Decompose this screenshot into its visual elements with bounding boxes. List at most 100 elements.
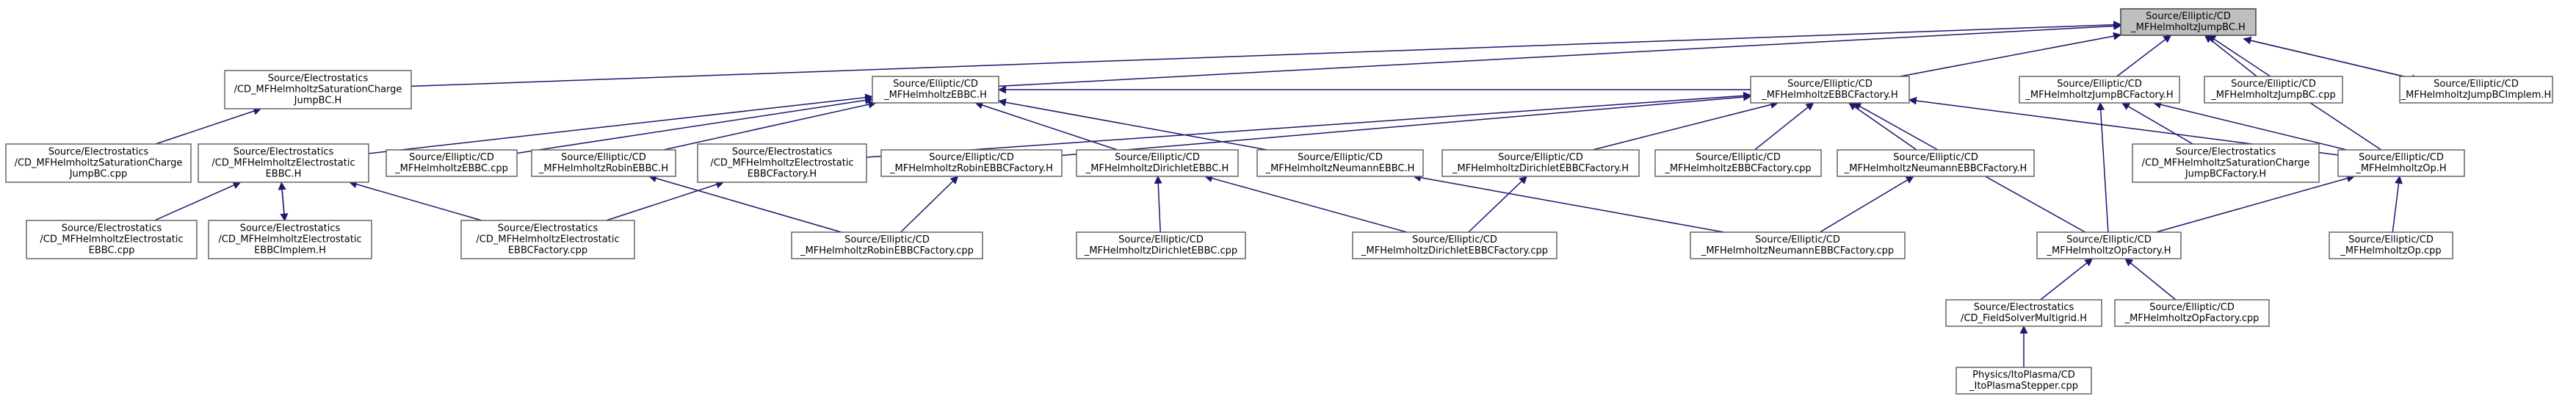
node-label-line: Source/Electrostatics [268,73,369,85]
node-fieldsolver_h[interactable]: Source/Electrostatics/CD_FieldSolverMult… [1945,299,2102,327]
edge-robin_h-to-ebbc_h [663,100,877,151]
node-label-line: Source/Elliptic/CD [1412,234,1497,245]
node-box[interactable] [2329,231,2453,259]
node-label-line: _MFHelmholtzRobinEBBC.H [538,163,668,174]
node-box[interactable] [460,220,635,259]
node-label-line: Source/Elliptic/CD [844,234,930,245]
node-box[interactable] [880,149,1063,177]
node-elec_ebbc_h[interactable]: Source/Electrostatics/CD_MFHelmholtzElec… [198,143,369,183]
node-box[interactable] [2132,143,2320,183]
node-box[interactable] [1955,367,2092,395]
node-itostepper_cpp[interactable]: Physics/ItoPlasma/CD_ItoPlasmaStepper.cp… [1955,367,2092,395]
node-elec_fac_h[interactable]: Source/Electrostatics/CD_MFHelmholtzElec… [697,143,867,183]
node-ebbcfac_cpp[interactable]: Source/Elliptic/CD_MFHelmholtzEBBCFactor… [1654,149,1822,177]
node-jbcimplem_h[interactable]: Source/Elliptic/CD_MFHelmholtzJumpBCImpl… [2399,76,2553,104]
edge-elec_ebbc_cpp-to-elec_ebbc_h [154,181,242,221]
node-label-line: Source/Elliptic/CD [1298,152,1383,163]
node-label-line: Source/Elliptic/CD [1696,152,1781,163]
node-box[interactable] [2399,76,2553,104]
node-box[interactable] [1654,149,1822,177]
node-box[interactable] [198,143,369,183]
node-box[interactable] [1076,149,1239,177]
edge-dir_h-to-ebbc_h [974,101,1118,151]
node-opfac_h[interactable]: Source/Elliptic/CD_MFHelmholtzOpFactory.… [2036,231,2182,259]
node-box[interactable] [1256,149,1424,177]
node-box[interactable] [208,220,372,259]
node-dirfac_h[interactable]: Source/Elliptic/CD_MFHelmholtzDirichletE… [1441,149,1640,177]
node-box[interactable] [872,76,999,104]
node-label-line: Source/Elliptic/CD [2066,234,2152,245]
node-box[interactable] [1945,299,2102,327]
edge-satfac_h-to-jbcfac_h [2121,102,2193,145]
node-box[interactable] [1690,231,1906,259]
node-dir_h[interactable]: Source/Elliptic/CD_MFHelmholtzDirichletE… [1076,149,1239,177]
node-label-line: Source/Elliptic/CD [2434,79,2519,90]
node-ebbc_h[interactable]: Source/Elliptic/CD_MFHelmholtzEBBC.H [872,76,999,104]
edge-dirfac_cpp-to-dirfac_h [1468,176,1527,233]
node-neufac_cpp[interactable]: Source/Elliptic/CD_MFHelmholtzNeumannEBB… [1690,231,1906,259]
node-box[interactable] [531,149,676,177]
node-label-line: Source/Electrostatics [732,147,833,158]
node-label-line: JumpBC.cpp [69,169,128,180]
node-box[interactable] [1352,231,1557,259]
node-ebbcfac_h[interactable]: Source/Elliptic/CD_MFHelmholtzEBBCFactor… [1750,76,1910,104]
node-satfac_h[interactable]: Source/Electrostatics/CD_MFHelmholtzSatu… [2132,143,2320,183]
node-box[interactable] [697,143,867,183]
node-robinfac_cpp[interactable]: Source/Elliptic/CD_MFHelmholtzRobinEBBCF… [791,231,983,259]
edge-opfac_h-to-op_h [2155,174,2356,233]
node-label-line: /CD_MFHelmholtzElectrostatic [40,234,183,245]
node-box[interactable] [386,149,518,177]
node-label-line: _MFHelmholtzRobinEBBCFactory.H [889,163,1053,174]
node-elec_implem_h[interactable]: Source/Electrostatics/CD_MFHelmholtzElec… [208,220,372,259]
node-box[interactable] [2036,231,2182,259]
node-op_cpp[interactable]: Source/Elliptic/CD_MFHelmholtzOp.cpp [2329,231,2453,259]
node-box[interactable] [1750,76,1910,104]
node-elec_fac_cpp[interactable]: Source/Electrostatics/CD_MFHelmholtzElec… [460,220,635,259]
node-box[interactable] [791,231,983,259]
node-dir_cpp[interactable]: Source/Elliptic/CD_MFHelmholtzDirichletE… [1076,231,1246,259]
edge-root-to-jbcimplem_h [2243,38,2420,82]
node-robin_h[interactable]: Source/Elliptic/CD_MFHelmholtzRobinEBBC.… [531,149,676,177]
node-dirfac_cpp[interactable]: Source/Elliptic/CD_MFHelmholtzDirichletE… [1352,231,1557,259]
node-opfac_cpp[interactable]: Source/Elliptic/CD_MFHelmholtzOpFactory.… [2114,299,2270,327]
edge-ebbcfac_h-to-root [1900,32,2122,77]
node-jbc_sat_cpp[interactable]: Source/Electrostatics/CD_MFHelmholtzSatu… [5,143,192,183]
node-label-line: Source/Elliptic/CD [2359,152,2444,163]
edge-robinfac_cpp-to-robin_h [648,174,842,233]
node-box[interactable] [2019,76,2180,104]
node-neufac_h[interactable]: Source/Elliptic/CD_MFHelmholtzNeumannEBB… [1837,149,2035,177]
edge-layer [154,21,2420,367]
node-box[interactable] [2114,299,2270,327]
edge-jbc_sat_h-to-root [410,21,2122,87]
node-label-line: EBBCFactory.H [748,169,817,180]
node-box[interactable] [2337,149,2465,177]
node-label-line: JumpBC.H [294,96,342,107]
node-neu_h[interactable]: Source/Elliptic/CD_MFHelmholtzNeumannEBB… [1256,149,1424,177]
node-box[interactable] [1441,149,1640,177]
node-box[interactable] [2204,76,2343,104]
node-box[interactable] [1837,149,2035,177]
node-box[interactable] [224,70,412,109]
node-box[interactable] [26,220,198,259]
node-label-line: _MFHelmholtzOp.H [2355,163,2446,174]
node-jbc_cpp[interactable]: Source/Elliptic/CD_MFHelmholtzJumpBC.cpp [2204,76,2343,104]
node-label-line: _ItoPlasmaStepper.cpp [1969,381,2078,392]
node-op_h[interactable]: Source/Elliptic/CD_MFHelmholtzOp.H [2337,149,2465,177]
edge-ebbc_h-to-root [998,22,2122,87]
node-jbc_sat_h[interactable]: Source/Electrostatics/CD_MFHelmholtzSatu… [224,70,412,109]
node-label-line: Source/Elliptic/CD [1115,152,1200,163]
node-box[interactable] [1076,231,1246,259]
edge-neufac_cpp-to-neu_h [1413,173,1725,233]
node-box[interactable] [5,143,192,183]
edge-ebbc_cpp-to-ebbc_h [516,96,874,154]
node-elec_ebbc_cpp[interactable]: Source/Electrostatics/CD_MFHelmholtzElec… [26,220,198,259]
node-ebbc_cpp[interactable]: Source/Elliptic/CD_MFHelmholtzEBBC.cpp [386,149,518,177]
node-layer: Source/Elliptic/CD_MFHelmholtzJumpBC.H So… [5,8,2553,395]
node-box[interactable] [2120,8,2257,36]
node-root[interactable]: Source/Elliptic/CD_MFHelmholtzJumpBC.H [2120,8,2257,36]
node-jbcfac_h[interactable]: Source/Elliptic/CD_MFHelmholtzJumpBCFact… [2019,76,2180,104]
node-robinfac_h[interactable]: Source/Elliptic/CD_MFHelmholtzRobinEBBCF… [880,149,1063,177]
node-label-line: EBBCImplem.H [254,245,326,256]
node-label-line: Source/Electrostatics [234,147,334,158]
